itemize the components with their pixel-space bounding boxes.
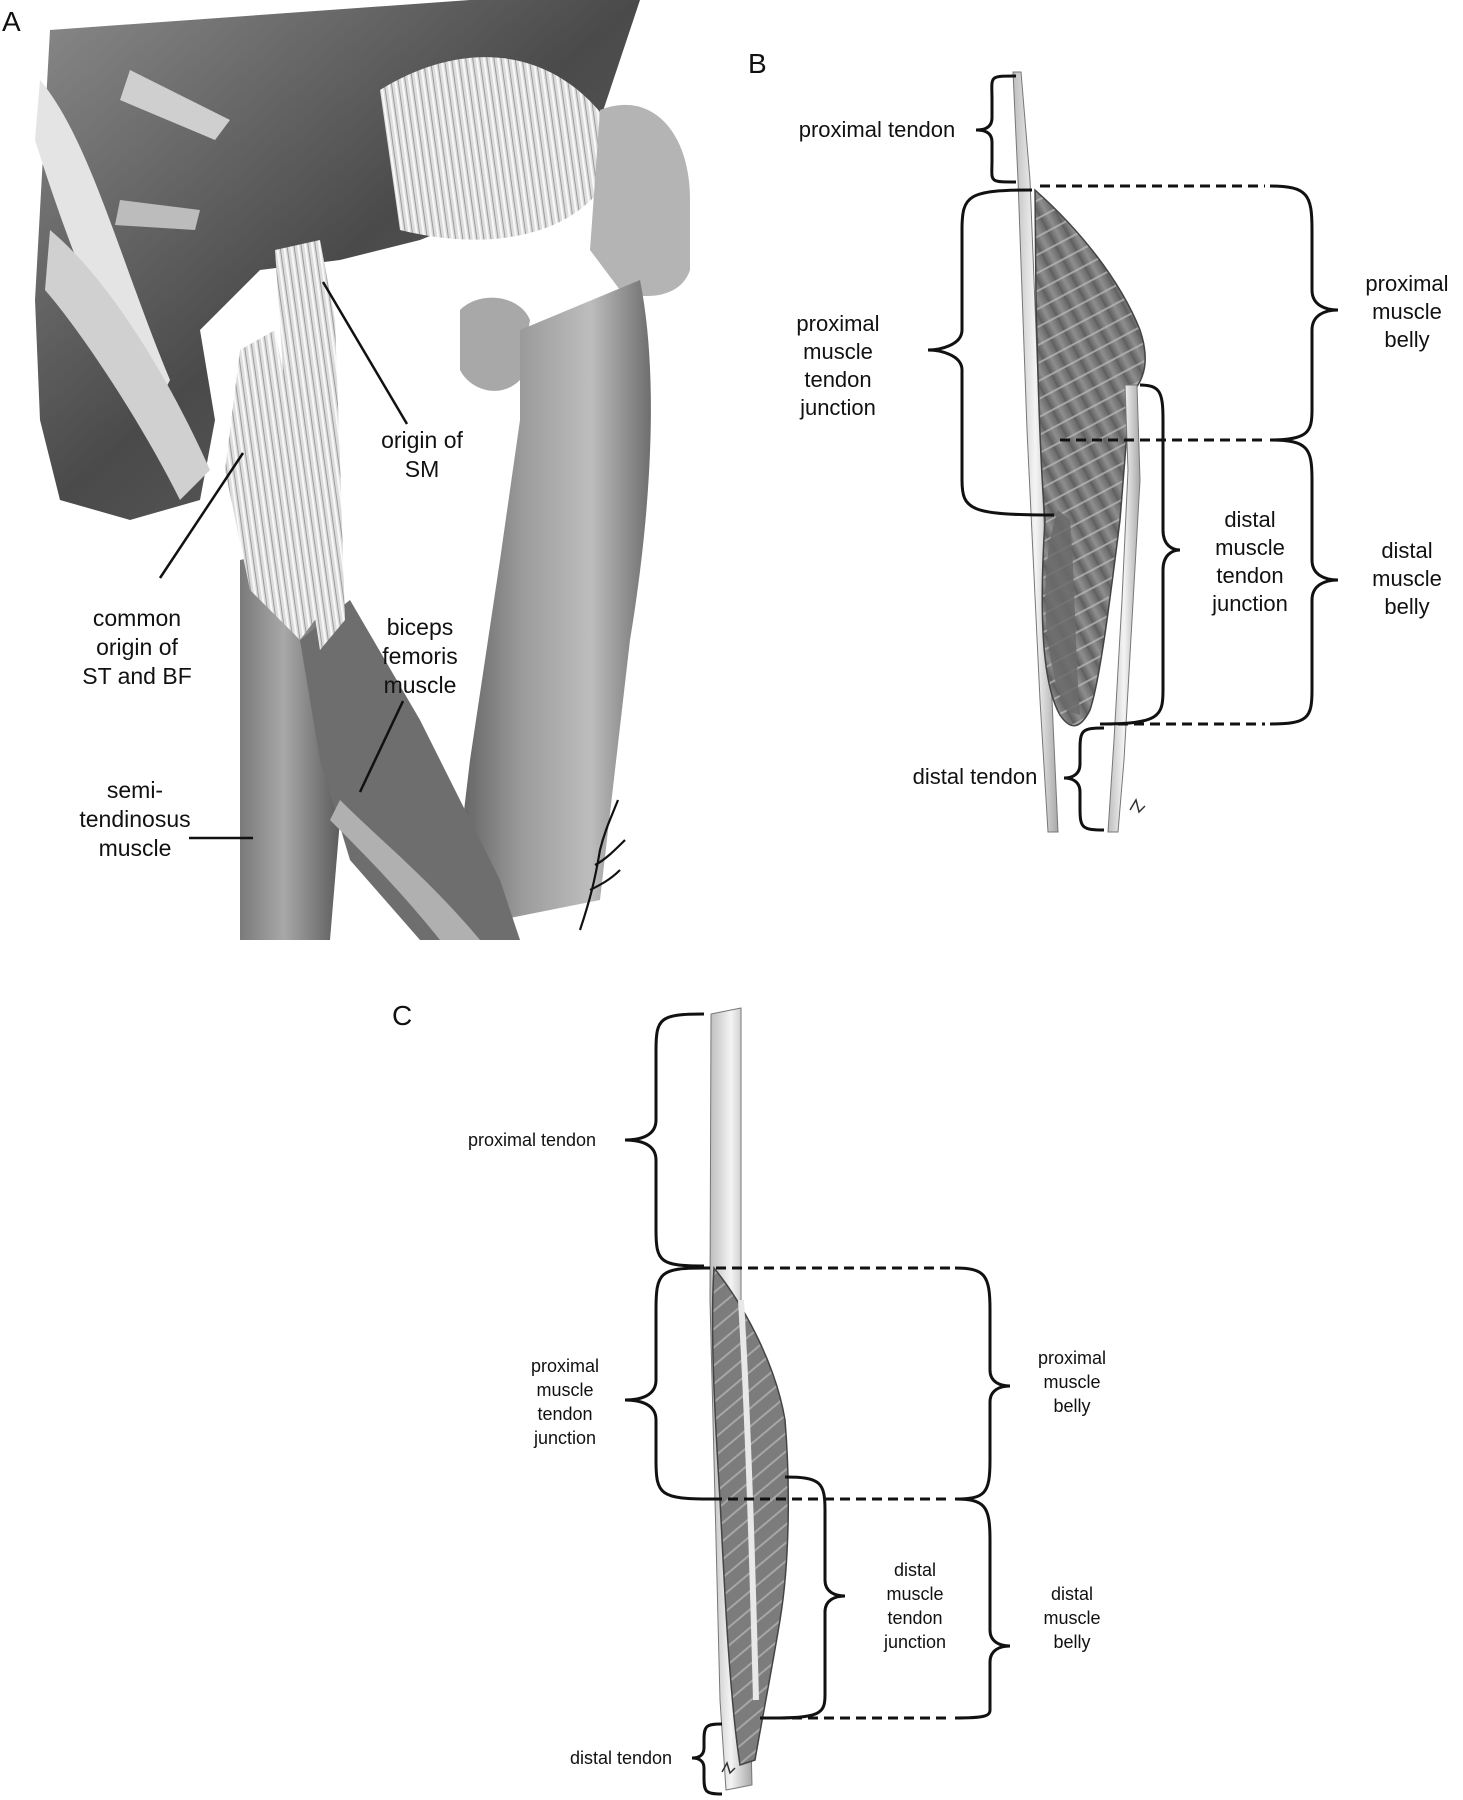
hip-thigh-illustration (35, 0, 690, 940)
b-label-proximal-muscle-belly: proximal muscle belly (1365, 271, 1449, 352)
b-label-distal-muscle-belly: distal muscle belly (1372, 538, 1442, 619)
c-label-distal-muscle-tendon-junction: distal muscle tendon junction (883, 1560, 947, 1652)
c-label-distal-tendon: distal tendon (569, 1748, 673, 1768)
panel-a-letter: A (2, 6, 21, 37)
c-label-distal-muscle-belly: distal muscle belly (1043, 1584, 1101, 1652)
b-label-distal-tendon: distal tendon (912, 764, 1038, 789)
b-label-proximal-tendon: proximal tendon (798, 117, 956, 142)
panel-b-letter: B (748, 48, 767, 79)
muscle-diagram-b (927, 71, 1339, 833)
artist-signature (570, 790, 630, 940)
c-label-proximal-muscle-belly: proximal muscle belly (1037, 1348, 1107, 1416)
label-semitendinosus: semi- tendinosus muscle (79, 777, 191, 861)
label-biceps-femoris: biceps femoris muscle (382, 614, 458, 698)
c-label-proximal-muscle-tendon-junction: proximal muscle tendon junction (530, 1356, 600, 1448)
c-label-proximal-tendon: proximal tendon (467, 1130, 597, 1150)
muscle-diagram-c (624, 1007, 1011, 1796)
b-label-distal-muscle-tendon-junction: distal muscle tendon junction (1212, 507, 1288, 616)
label-common-origin-st-bf: common origin of ST and BF (82, 605, 192, 689)
panel-c-letter: C (392, 1000, 413, 1031)
b-label-proximal-muscle-tendon-junction: proximal muscle tendon junction (796, 311, 880, 420)
label-origin-of-sm: origin of SM (381, 427, 463, 482)
